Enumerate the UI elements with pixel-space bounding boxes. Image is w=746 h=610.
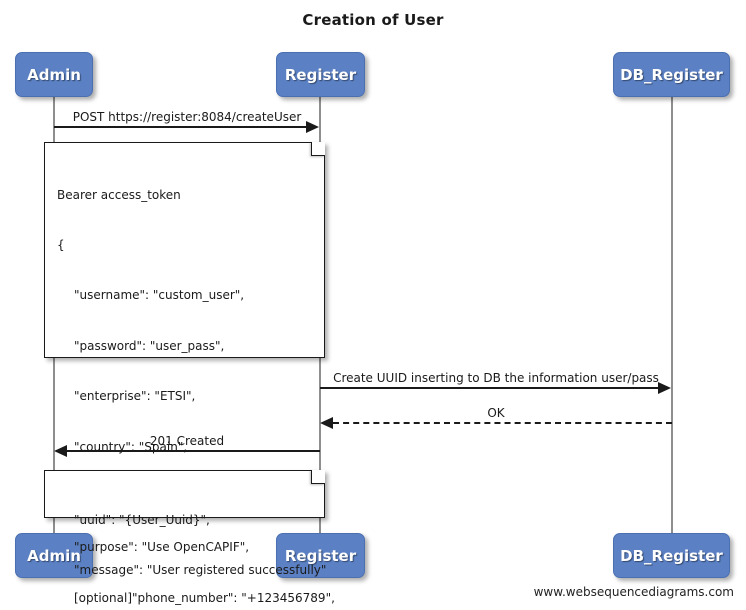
- note-request-body: Bearer access_token { "username": "custo…: [44, 142, 335, 605]
- message-line-ok: [333, 422, 672, 424]
- actor-box-admin-bottom[interactable]: Admin: [15, 533, 93, 578]
- message-line-post-create-user: [54, 126, 307, 128]
- lifeline-db-register: [671, 96, 673, 533]
- actor-label-db-register-top: DB_Register: [620, 65, 723, 84]
- note-line: "purpose": "Use OpenCAPIF",: [74, 540, 250, 555]
- arrowhead-right-icon-post-create-user: [306, 121, 319, 133]
- page-title: Creation of User: [302, 11, 444, 29]
- arrowhead-left-icon-201-created: [54, 445, 67, 457]
- actor-label-register-top: Register: [284, 65, 357, 84]
- actor-box-db-register-bottom[interactable]: DB_Register: [613, 533, 730, 578]
- actor-box-register-top[interactable]: Register: [276, 52, 365, 97]
- arrowhead-right-icon-create-uuid: [658, 382, 671, 394]
- actor-box-admin-top[interactable]: Admin: [15, 52, 93, 97]
- message-line-201-created: [67, 450, 320, 452]
- note-line: "message": "User registered successfully…: [74, 562, 327, 577]
- actor-box-db-register-top[interactable]: DB_Register: [613, 52, 730, 97]
- actor-box-register-bottom[interactable]: Register: [276, 533, 365, 578]
- message-line-create-uuid: [320, 387, 659, 389]
- message-label-create-uuid: Create UUID inserting to DB the informat…: [333, 371, 659, 385]
- message-label-201-created: 201 Created: [149, 434, 225, 448]
- note-line: Bearer access_token: [57, 187, 181, 202]
- note-line: [optional]"phone_number": "+123456789",: [74, 590, 335, 605]
- note-line: "enterprise": "ETSI",: [74, 389, 196, 404]
- note-line: "uuid": "{User_Uuid}",: [74, 512, 210, 527]
- note-request-body-text: Bearer access_token { "username": "custo…: [45, 143, 335, 610]
- note-line: "password": "user_pass",: [74, 338, 225, 353]
- note-fold-corner-icon: [311, 142, 325, 156]
- actor-label-admin-bottom: Admin: [27, 546, 81, 565]
- note-response-body-text: "uuid": "{User_Uuid}", "message": "User …: [45, 471, 327, 610]
- actor-label-admin-top: Admin: [27, 65, 81, 84]
- message-label-post-create-user: POST https://register:8084/createUser: [72, 110, 302, 124]
- arrowhead-left-icon-ok: [320, 417, 333, 429]
- note-response-body: "uuid": "{User_Uuid}", "message": "User …: [44, 470, 326, 577]
- message-label-ok: OK: [487, 406, 505, 420]
- note-line: "username": "custom_user",: [74, 288, 245, 303]
- actor-label-register-bottom: Register: [284, 546, 357, 565]
- actor-label-db-register-bottom: DB_Register: [620, 546, 723, 565]
- watermark-label: www.websequencediagrams.com: [533, 585, 734, 599]
- note-line: {: [57, 237, 65, 252]
- note-fold-corner-icon: [311, 470, 325, 484]
